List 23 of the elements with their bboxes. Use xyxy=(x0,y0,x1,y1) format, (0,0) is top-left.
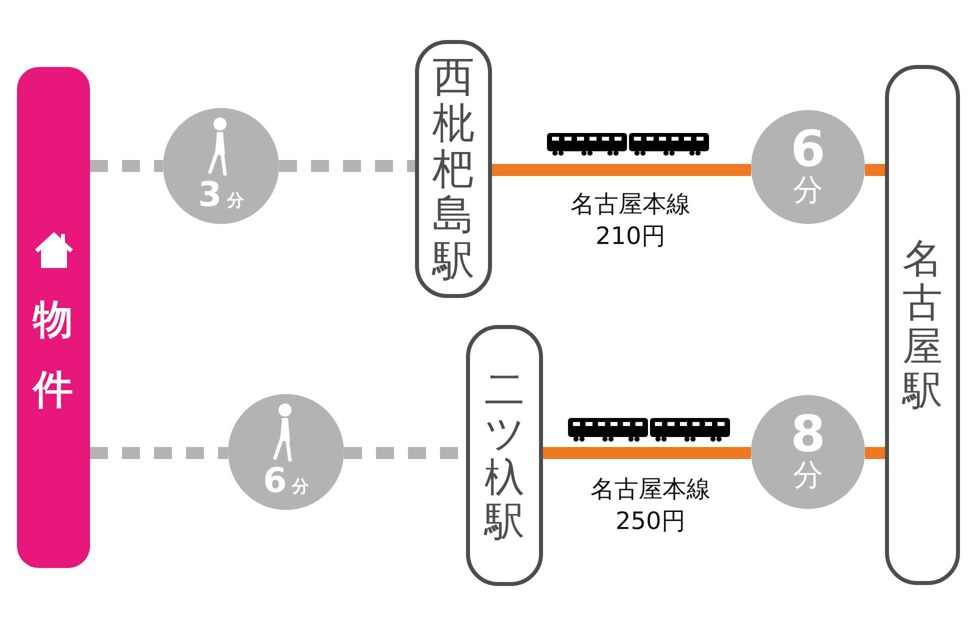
station-box xyxy=(885,65,960,585)
rail-line xyxy=(543,447,751,459)
station-name: 二ツ杁駅 xyxy=(484,368,524,544)
duration-unit: 分 xyxy=(793,174,823,206)
origin-label: 物件 xyxy=(33,296,73,415)
duration-number: 6 xyxy=(263,464,287,498)
station-name: 名古屋駅 xyxy=(902,237,942,413)
duration-number: 3 xyxy=(198,178,222,212)
station-box xyxy=(415,40,492,298)
walking-route-line xyxy=(279,160,415,172)
rail-line xyxy=(492,164,752,176)
station-name: 西枇杷島駅 xyxy=(432,54,474,284)
origin-bar xyxy=(17,67,90,568)
walking-route-line xyxy=(90,160,163,172)
station-box xyxy=(466,325,543,586)
duration-number: 8 xyxy=(790,408,826,458)
rail-line xyxy=(864,164,885,176)
duration-unit: 分 xyxy=(292,479,309,496)
rail-line xyxy=(865,447,885,459)
duration-number: 6 xyxy=(790,124,826,174)
duration-unit: 分 xyxy=(793,458,823,492)
walking-route-line xyxy=(90,447,228,459)
duration-unit: 分 xyxy=(226,193,244,210)
